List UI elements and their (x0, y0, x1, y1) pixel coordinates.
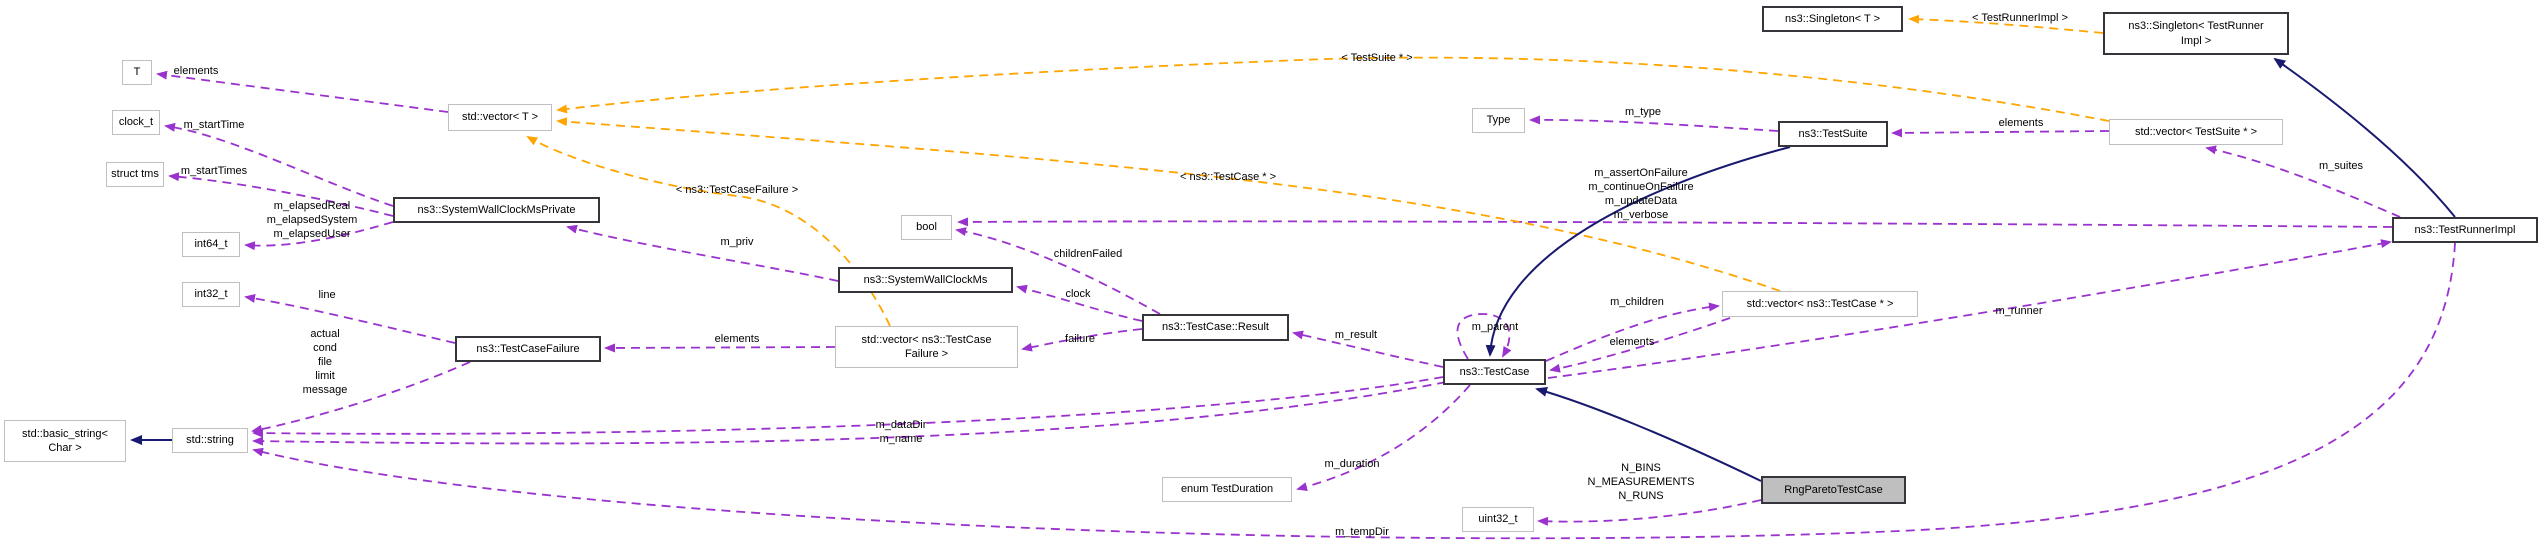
node-testrunnerimpl[interactable]: ns3::TestRunnerImpl (2392, 217, 2538, 243)
edge-inherit-testrunnerimpl-singleton (2273, 57, 2456, 218)
edge-childrenFailed (955, 227, 1161, 315)
edge-m-duration (1296, 384, 1471, 492)
node-testcase[interactable]: ns3::TestCase (1443, 359, 1546, 385)
edge-tpl-testcase-ptr (556, 117, 1781, 292)
edge-m-priv (566, 224, 839, 282)
node-rngparetotestcase: RngParetoTestCase (1761, 476, 1906, 504)
node-type: Type (1472, 108, 1525, 133)
node-int32-t: int32_t (182, 282, 240, 307)
node-int64-t: int64_t (182, 232, 240, 257)
edge-assert-block (957, 217, 2393, 228)
edge-m-tempDir (252, 242, 2456, 540)
node-singleton-testrunnerimpl[interactable]: ns3::Singleton< TestRunner Impl > (2103, 12, 2289, 55)
edge-m-parent (1456, 313, 1512, 360)
edge-m-suites (2205, 145, 2401, 218)
node-systemwallclockms-private[interactable]: ns3::SystemWallClockMsPrivate (393, 197, 600, 223)
node-std-basic-string: std::basic_string< Char > (4, 420, 126, 462)
edge-m-children (1545, 302, 1720, 362)
edge-tpl-testrunnerimpl (1908, 14, 2104, 34)
node-enum-testduration: enum TestDuration (1162, 477, 1292, 502)
edge-m-type (1529, 115, 1779, 132)
edge-m-elapsed (244, 221, 394, 251)
edge-line (244, 293, 456, 344)
edge-failure (1021, 328, 1143, 352)
node-testcase-result[interactable]: ns3::TestCase::Result (1142, 314, 1289, 341)
node-systemwallclockms[interactable]: ns3::SystemWallClockMs (838, 267, 1013, 293)
edge-elements-ts (1891, 128, 2110, 138)
node-std-vector-testcase-ptr: std::vector< ns3::TestCase * > (1722, 291, 1918, 317)
edge-m-result (1292, 330, 1444, 368)
node-uint32-t: uint32_t (1462, 507, 1534, 532)
node-std-string: std::string (172, 428, 248, 453)
node-clock-t: clock_t (112, 110, 160, 135)
edge-inherit-rngpareto-testcase (1535, 386, 1762, 482)
edge-elements-tcf (604, 343, 836, 353)
node-testsuite[interactable]: ns3::TestSuite (1778, 121, 1888, 147)
edge-clock (1016, 284, 1143, 322)
edge-tpl-testcase-failure (526, 136, 891, 327)
edge-m-runner (1547, 239, 2392, 379)
edge-m-startTime (164, 122, 394, 207)
node-std-vector-testcasefailure: std::vector< ns3::TestCase Failure > (835, 326, 1018, 368)
edge-inherit-testsuite-testcase (1485, 146, 1791, 357)
edge-n-bins (1537, 499, 1762, 526)
node-testcasefailure[interactable]: ns3::TestCaseFailure (455, 336, 601, 362)
node-std-vector-t: std::vector< T > (448, 104, 552, 131)
node-std-vector-testsuite-ptr: std::vector< TestSuite * > (2109, 119, 2283, 145)
node-struct-tms: struct tms (106, 162, 164, 187)
edge-tcf-members (251, 361, 471, 434)
edge-m-dataDir (252, 376, 1444, 438)
edge-tpl-testsuite-ptr (556, 56, 2110, 122)
node-bool: bool (901, 215, 952, 240)
node-t: T (122, 60, 152, 85)
edge-elements-tc (1549, 317, 1731, 373)
node-singleton-t[interactable]: ns3::Singleton< T > (1762, 6, 1903, 32)
edge-m-startTimes (168, 172, 394, 217)
edge-elements-t (156, 70, 449, 113)
